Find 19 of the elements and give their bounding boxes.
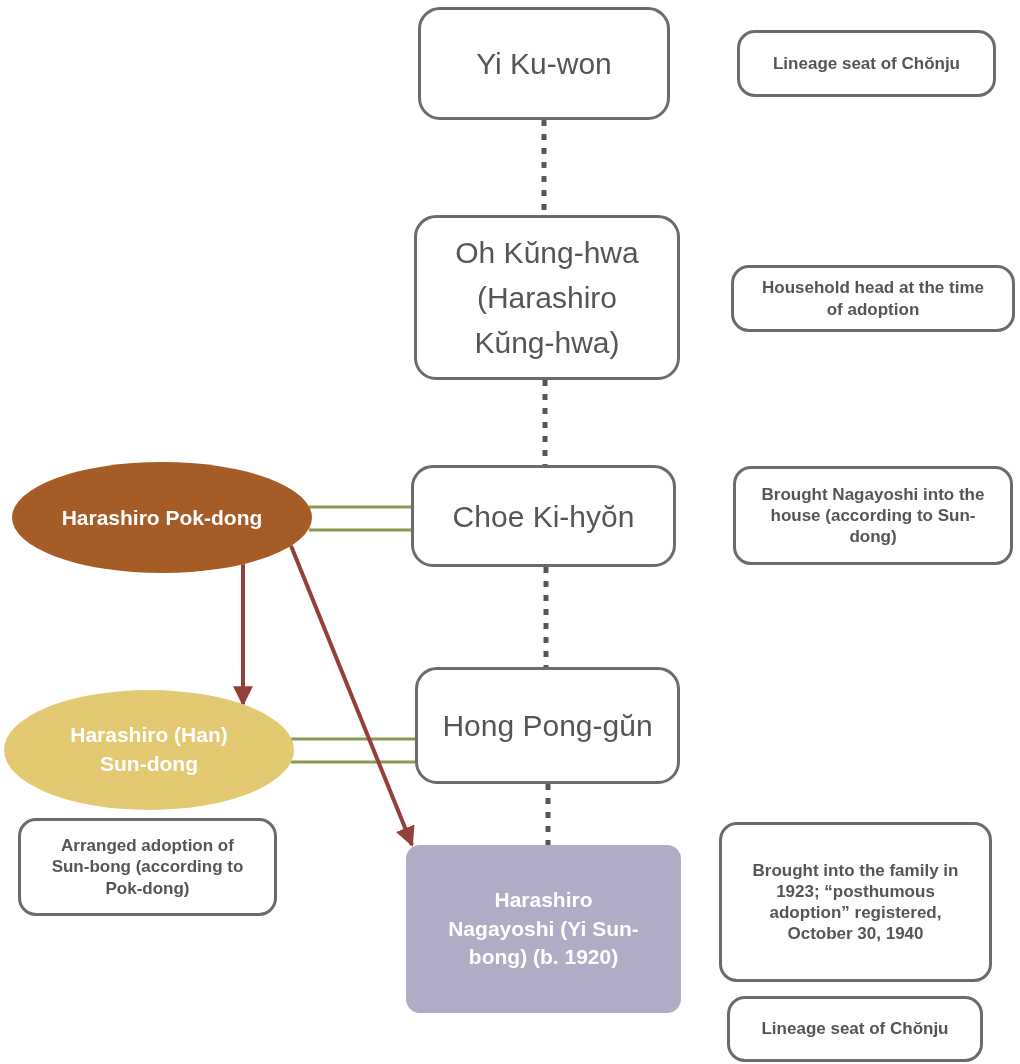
person-box: Yi Ku-won <box>418 7 670 120</box>
connector-line <box>307 505 413 532</box>
connector-line <box>543 567 549 667</box>
person-box: Harashiro Nagayoshi (Yi Sun-bong) (b. 1920) <box>406 845 681 1013</box>
person-ellipse: Harashiro (Han) Sun-dong <box>4 690 294 810</box>
note-box: Arranged adoption of Sun-bong (according to Pok-dong) <box>18 818 277 916</box>
note-box: Brought Nagayoshi into the house (according to Sun-dong) <box>733 466 1013 565</box>
person-ellipse: Harashiro Pok-dong <box>12 462 312 573</box>
arrow <box>289 545 415 847</box>
arrow <box>233 564 253 707</box>
connector-line <box>545 784 551 845</box>
person-box: Choe Ki-hyŏn <box>411 465 676 567</box>
note-box: Household head at the time of adoption <box>731 265 1015 332</box>
note-box: Brought into the family in 1923; “posthumous adoption” registered, October 30, 1940 <box>719 822 992 982</box>
note-box: Lineage seat of Chŏnju <box>737 30 996 97</box>
note-box: Lineage seat of Chŏnju <box>727 996 983 1062</box>
person-box: Oh Kŭng-hwa (Harashiro Kŭng-hwa) <box>414 215 680 380</box>
connector-line <box>289 737 417 764</box>
person-box: Hong Pong-gŭn <box>415 667 680 784</box>
